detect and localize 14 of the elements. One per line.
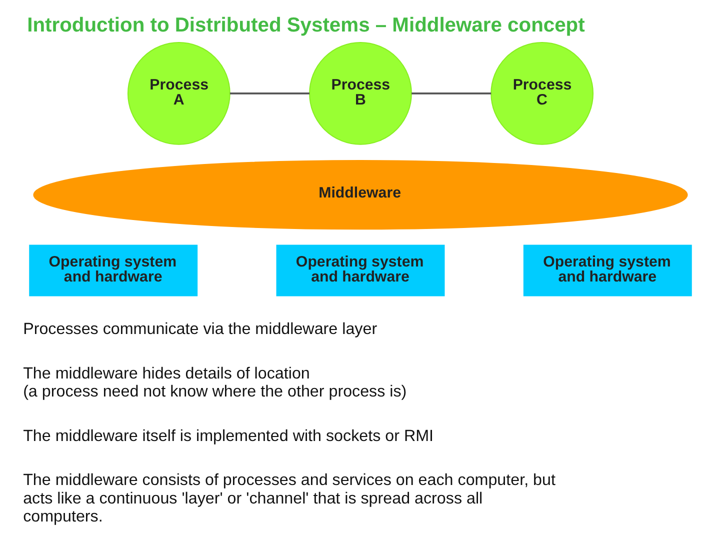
node-ellipse: Middleware bbox=[32, 160, 688, 230]
label: The middleware itself is implemented with sockets or RMI bbox=[22, 426, 434, 445]
node-circle: Process B bbox=[308, 42, 412, 145]
connector bbox=[411, 92, 491, 94]
label: The middleware hides details of location (a process need not know where the other process is) bbox=[22, 364, 406, 400]
node-circle: Process A bbox=[126, 42, 230, 145]
node-circle: Process C bbox=[490, 42, 594, 145]
connector bbox=[229, 92, 310, 94]
diagram-title: Introduction to Distributed Systems – Middleware concept bbox=[26, 14, 584, 36]
label: The middleware consists of processes and services on each computer, but acts like a continuous 'layer' or 'channel' that is spread across all computers. bbox=[22, 471, 555, 526]
node-box: Operating system and hardware bbox=[276, 244, 444, 296]
node-box: Operating system and hardware bbox=[28, 244, 198, 296]
node-box: Operating system and hardware bbox=[522, 244, 692, 296]
label: Processes communicate via the middleware layer bbox=[22, 320, 377, 338]
